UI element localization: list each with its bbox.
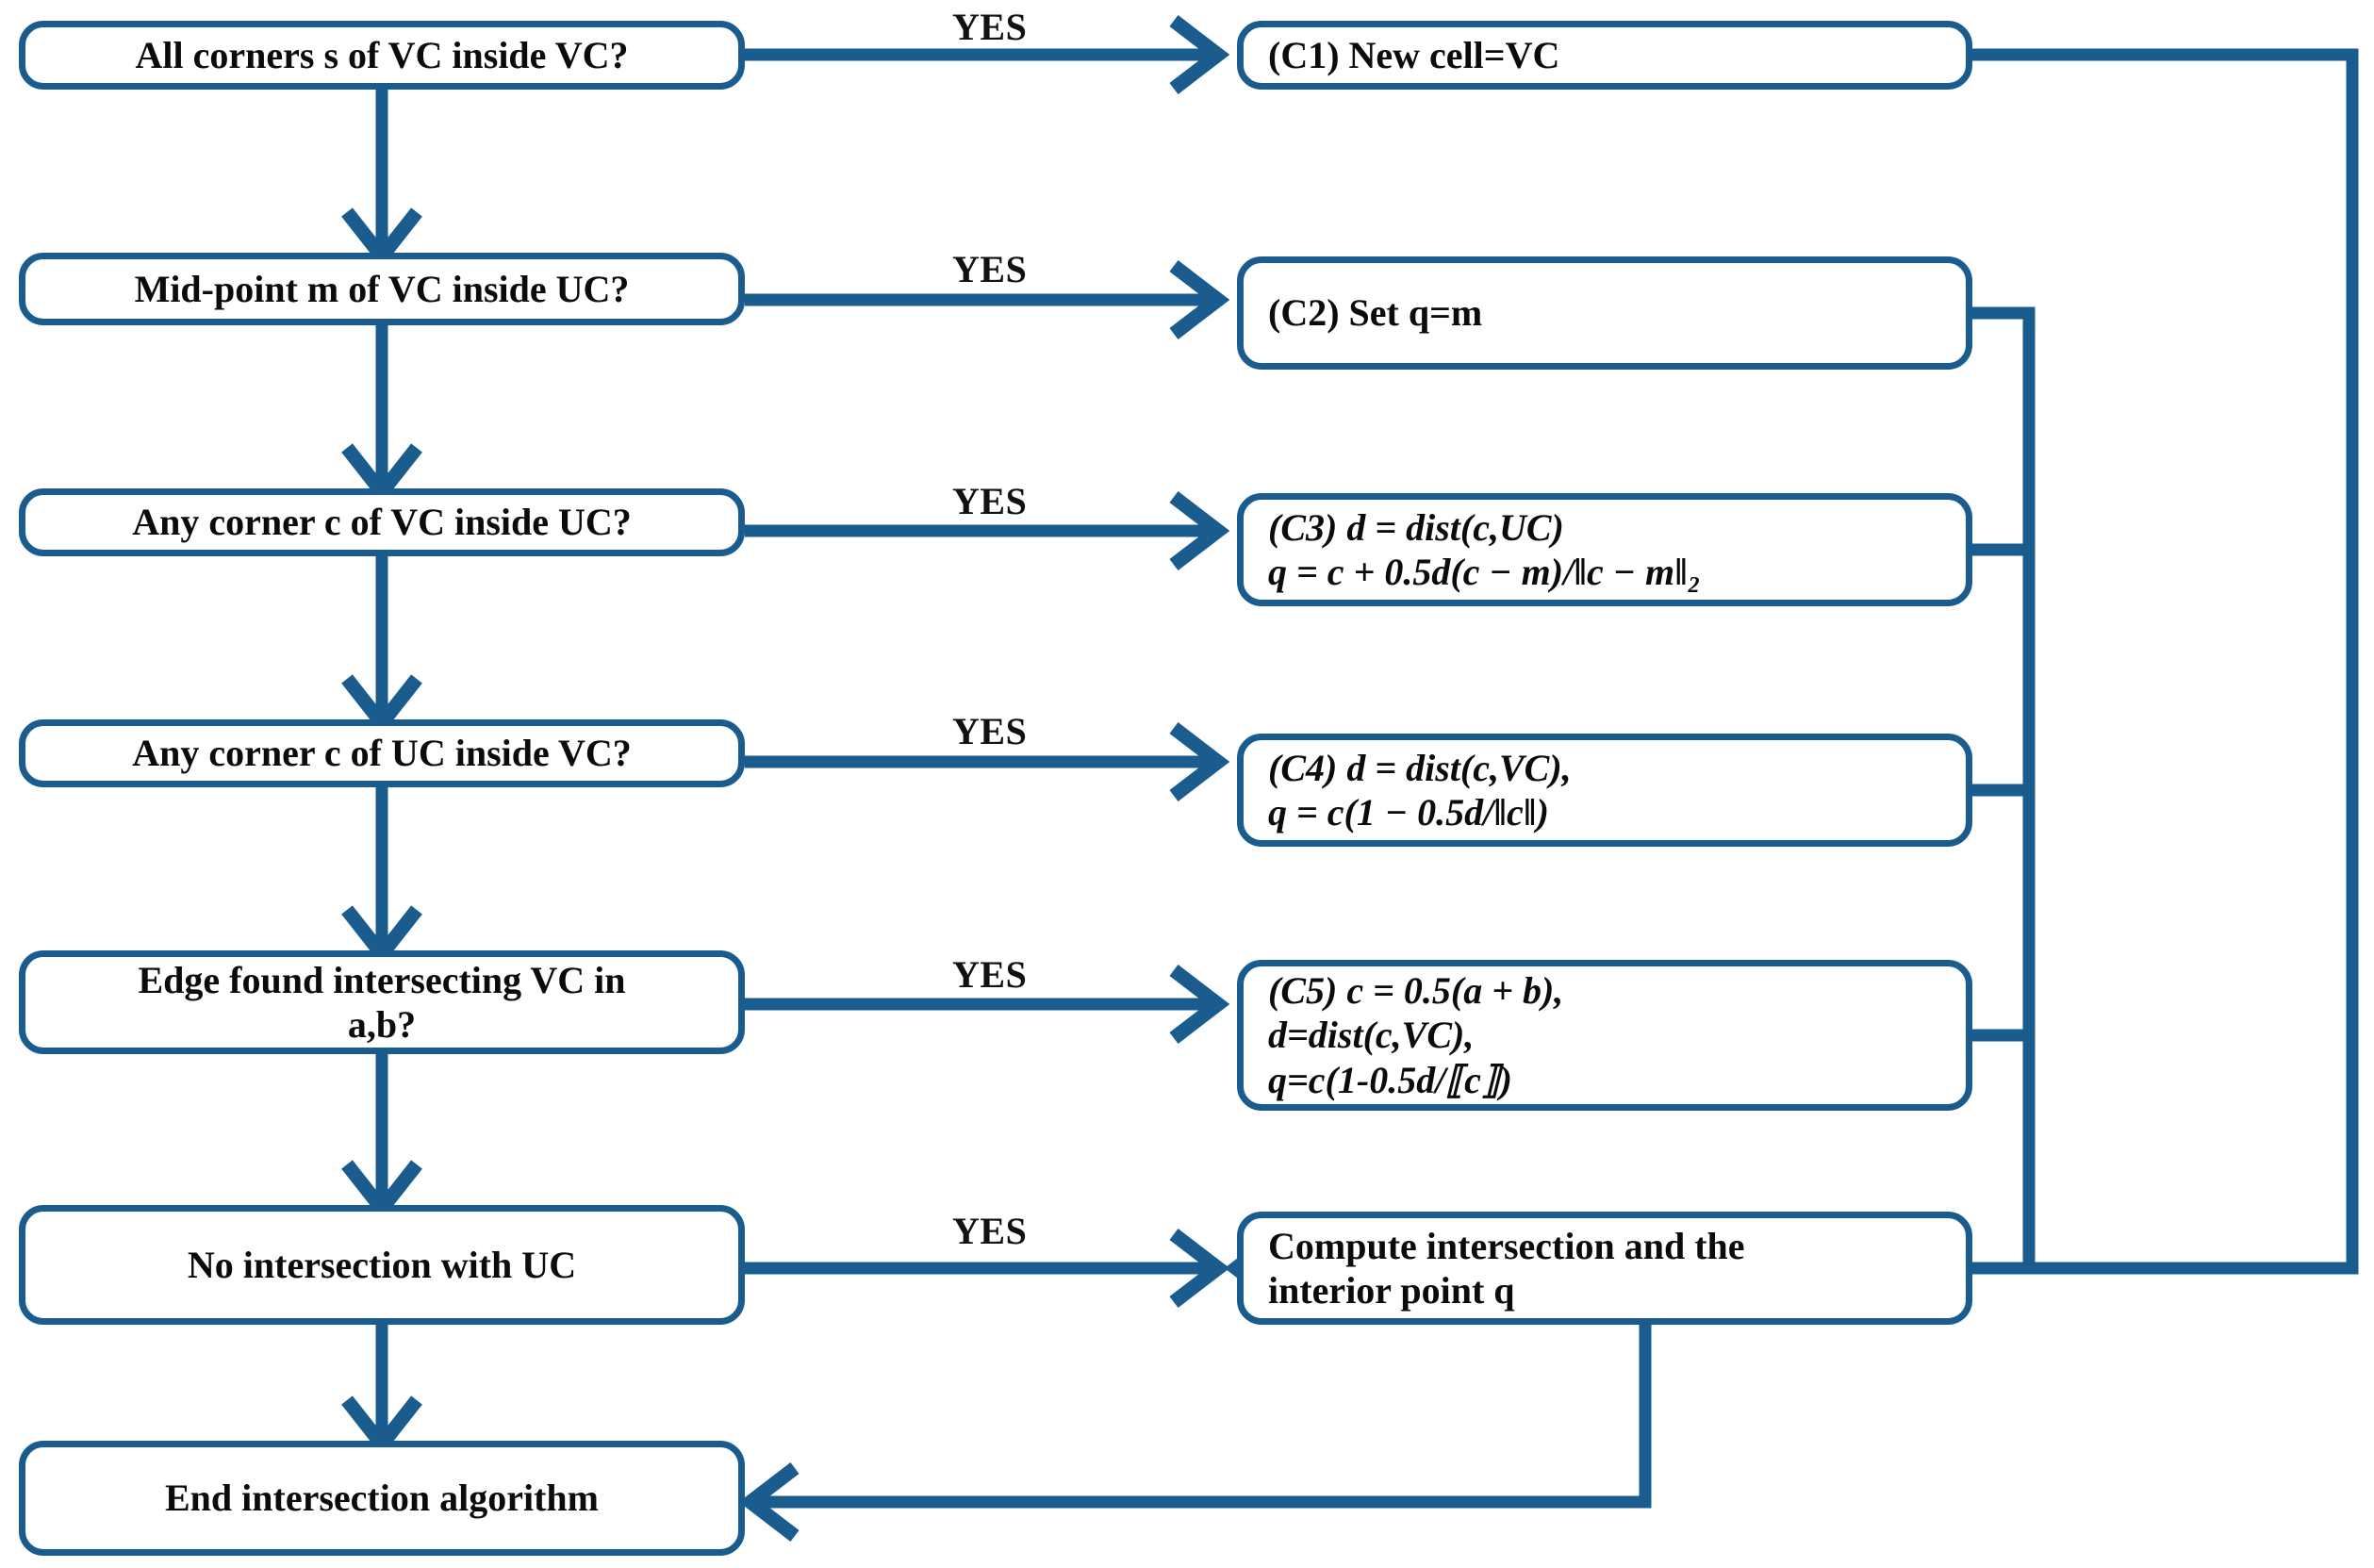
arrowhead-c6-end xyxy=(738,1462,800,1542)
decision-box-corner-vc-in-uc[interactable]: Any corner c of VC inside UC? xyxy=(19,488,745,556)
edge-c2-bus xyxy=(1972,306,2036,1268)
decision-box-midpoint-uc[interactable]: Mid-point m of VC inside UC? xyxy=(19,253,745,325)
decision-label: All corners s of VC inside VC? xyxy=(135,33,629,76)
arrowhead-d4-c4 xyxy=(1169,722,1230,801)
action-label: (C5) c = 0.5(a + b), d=dist(c,VC), q=c(1… xyxy=(1268,969,1564,1101)
decision-box-all-corners-vc[interactable]: All corners s of VC inside VC? xyxy=(19,21,745,90)
edge-label-yes-4: YES xyxy=(952,710,1028,752)
action-box-c5[interactable]: (C5) c = 0.5(a + b), d=dist(c,VC), q=c(1… xyxy=(1237,960,1972,1111)
arrowhead-d1-c1 xyxy=(1169,15,1230,94)
edge-label-yes-6: YES xyxy=(952,1210,1028,1252)
action-box-c4[interactable]: (C4) d = dist(c,VC), q = c(1 − 0.5d/‖c‖) xyxy=(1237,734,1972,847)
action-box-c2[interactable]: (C2) Set q=m xyxy=(1237,256,1972,370)
edge-label-yes-5: YES xyxy=(952,953,1028,996)
edge-label-yes-2: YES xyxy=(952,248,1028,290)
action-label: Compute intersection and the interior po… xyxy=(1268,1224,1745,1312)
decision-label: Mid-point m of VC inside UC? xyxy=(134,267,630,310)
decision-label: Any corner c of UC inside VC? xyxy=(132,732,632,775)
edge-label-yes-1: YES xyxy=(952,6,1028,48)
action-box-c1[interactable]: (C1) New cell=VC xyxy=(1237,21,1972,90)
decision-label: Any corner c of VC inside UC? xyxy=(132,501,632,544)
action-label: (C2) Set q=m xyxy=(1268,291,1483,335)
arrowhead-d2-c2 xyxy=(1169,260,1230,339)
arrowhead-d3-c3 xyxy=(1169,491,1230,570)
terminator-end-algorithm[interactable]: End intersection algorithm xyxy=(19,1441,745,1556)
decision-box-corner-uc-in-vc[interactable]: Any corner c of UC inside VC? xyxy=(19,719,745,787)
action-box-c3[interactable]: (C3) d = dist(c,UC) q = c + 0.5d(c − m)/… xyxy=(1237,493,1972,606)
edge-label-yes-3: YES xyxy=(952,480,1028,522)
arrowhead-d6-d7 xyxy=(341,1395,422,1457)
arrowhead-d2-d3 xyxy=(341,443,422,504)
decision-box-edge-intersecting[interactable]: Edge found intersecting VC in a,b? xyxy=(19,950,745,1054)
action-label: (C1) New cell=VC xyxy=(1268,33,1560,76)
arrowhead-d6-c6 xyxy=(1169,1229,1230,1308)
arrowhead-d5-c5 xyxy=(1169,965,1230,1044)
arrowhead-d3-d4 xyxy=(341,674,422,735)
edge-c6-end xyxy=(754,1325,1652,1509)
action-box-compute-intersection[interactable]: Compute intersection and the interior po… xyxy=(1237,1212,1972,1325)
action-label: (C4) d = dist(c,VC), q = c(1 − 0.5d/‖c‖) xyxy=(1268,746,1572,834)
arrowhead-d5-d6 xyxy=(341,1160,422,1221)
action-label: (C3) d = dist(c,UC) q = c + 0.5d(c − m)/… xyxy=(1268,505,1701,593)
arrowhead-d1-d2 xyxy=(341,207,422,269)
terminator-label: End intersection algorithm xyxy=(165,1477,599,1520)
decision-label: Edge found intersecting VC in a,b? xyxy=(138,958,626,1046)
decision-label: No intersection with UC xyxy=(187,1243,577,1286)
decision-box-no-intersection[interactable]: No intersection with UC xyxy=(19,1205,745,1325)
arrowhead-d4-d5 xyxy=(341,905,422,966)
